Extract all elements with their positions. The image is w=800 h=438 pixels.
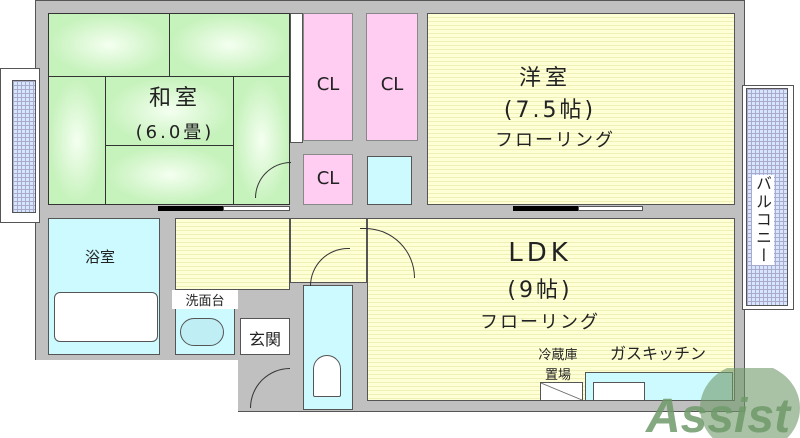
genkan-label: 玄関 bbox=[248, 330, 281, 349]
ldk-size: (9帖) bbox=[507, 278, 573, 303]
washstand-label: 洗面台 bbox=[172, 290, 238, 309]
tatami-mat bbox=[105, 145, 234, 205]
window bbox=[223, 206, 290, 211]
bath-label: 浴室 bbox=[84, 248, 115, 266]
kitchen-label: ガスキッチン bbox=[609, 344, 706, 363]
tatami-mat bbox=[48, 13, 170, 77]
tatami-mat bbox=[105, 76, 234, 146]
corridor bbox=[175, 218, 290, 290]
yoshitsu-name: 洋室 bbox=[518, 66, 571, 91]
sink bbox=[180, 318, 224, 346]
logo-text: Assist bbox=[645, 390, 792, 438]
closet bbox=[303, 13, 353, 141]
western-room bbox=[427, 13, 735, 205]
genkan bbox=[240, 318, 290, 355]
closet-label: CL bbox=[380, 74, 404, 95]
fridge-label: 置場 bbox=[544, 368, 571, 383]
ldk bbox=[367, 218, 735, 401]
washing-machine-space bbox=[367, 156, 412, 205]
window bbox=[578, 206, 643, 211]
closet bbox=[366, 13, 418, 141]
kitchen-sink bbox=[593, 382, 645, 401]
closet-label: CL bbox=[316, 168, 340, 189]
assist-logo-watermark: Assist bbox=[645, 368, 800, 438]
closet-label: CL bbox=[316, 74, 340, 95]
tatami-mat bbox=[169, 13, 290, 77]
exterior bbox=[0, 360, 238, 420]
left-balcony bbox=[12, 80, 36, 213]
fridge-space bbox=[540, 382, 583, 401]
sliding-door[interactable] bbox=[290, 13, 303, 143]
window bbox=[158, 206, 223, 211]
washitsu-name: 和室 bbox=[148, 86, 201, 111]
yoshitsu-floor: フローリング bbox=[495, 130, 615, 151]
fridge-label: 冷蔵庫 bbox=[538, 348, 578, 363]
ldk-name: LDK bbox=[508, 238, 572, 268]
bathtub bbox=[54, 292, 158, 342]
yoshitsu-size: (7.5帖) bbox=[503, 98, 597, 123]
toilet bbox=[313, 355, 341, 397]
logo-circle bbox=[700, 368, 800, 438]
tatami-mat bbox=[48, 76, 106, 205]
washitsu-size: (6.0畳) bbox=[135, 122, 215, 143]
window bbox=[513, 206, 578, 211]
closet bbox=[303, 154, 353, 205]
ldk-floor: フローリング bbox=[480, 312, 600, 333]
balcony-label: バルコニー bbox=[752, 175, 774, 265]
